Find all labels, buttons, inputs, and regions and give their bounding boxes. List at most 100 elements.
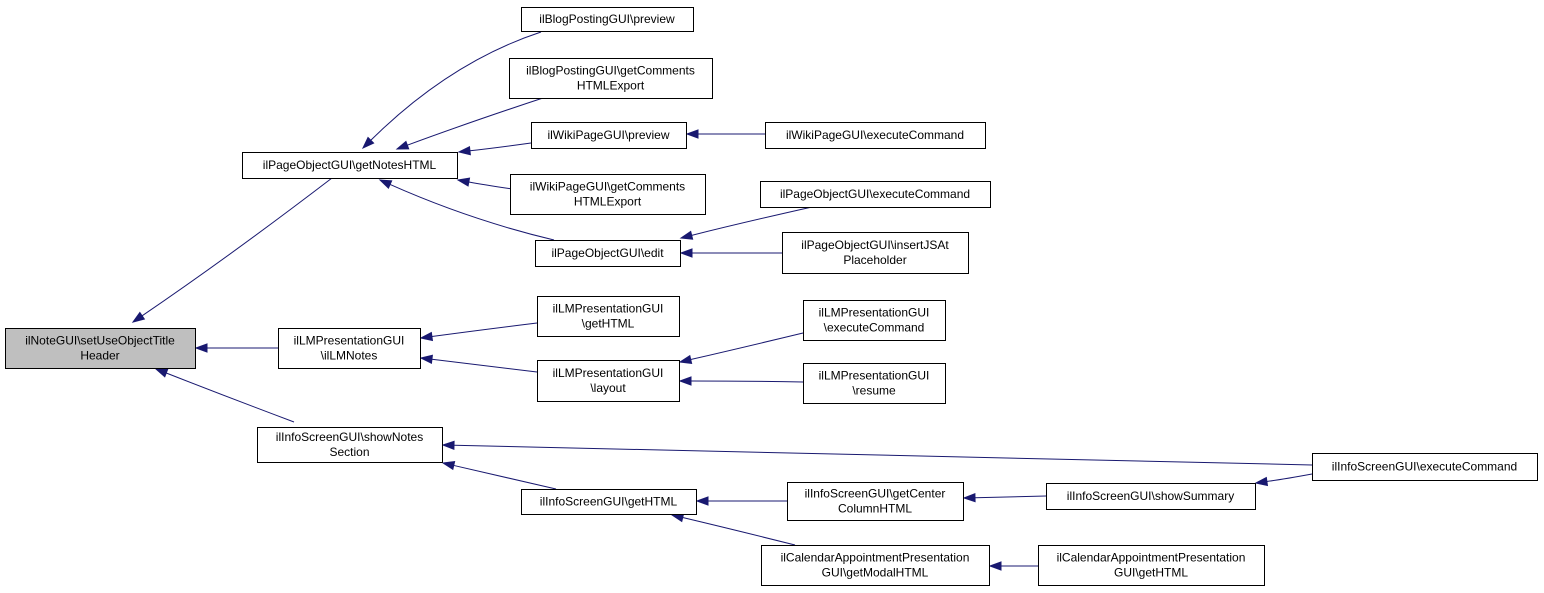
node-label-line: ilNoteGUI\setUseObjectTitle [25,334,175,348]
node-label-line: ilWikiPageGUI\executeCommand [786,128,964,142]
edge-n_lmp_gethtml-to-n_lmp_ilmnotes [419,322,538,342]
edge-line [682,517,796,546]
node-wp-preview[interactable]: ilWikiPageGUI\preview [531,122,687,149]
arrowhead-icon [131,311,146,323]
arrowhead-icon [395,140,410,150]
node-label-line: ilBlogPostingGUI\preview [539,12,675,26]
node-label-line: ilPageObjectGUI\insertJSAt [801,238,949,252]
node-label-line: ilCalendarAppointmentPresentation [781,551,970,565]
node-box [278,328,421,369]
edge-n_cap_gethtml-to-n_cap_getmodal [988,561,1039,571]
arrowhead-icon [457,146,471,156]
node-pog-getnotes[interactable]: ilPageObjectGUI\getNotesHTML [242,152,458,179]
arrowhead-icon [419,331,434,342]
node-isg-showsummary[interactable]: ilInfoScreenGUI\showSummary [1046,483,1256,510]
arrowhead-icon [679,230,694,240]
node-label-line: Placeholder [843,253,906,267]
edge-line [370,31,542,141]
node-box [537,360,680,402]
arrowhead-icon [962,493,976,503]
node-cap-getmodal[interactable]: ilCalendarAppointmentPresentationGUI\get… [761,545,990,586]
edge-line [141,177,333,317]
node-cap-gethtml[interactable]: ilCalendarAppointmentPresentationGUI\get… [1038,545,1265,586]
edge-n_bp_getcomments-to-n_pog_getnotes [395,96,547,150]
node-label-line: ilWikiPageGUI\getComments [530,180,685,194]
node-isg-gethtml[interactable]: ilInfoScreenGUI\getHTML [521,489,697,515]
node-box [535,240,681,267]
edge-n_isg_showsummary-to-n_isg_getcenter [962,493,1047,503]
node-lmp-ilmnotes[interactable]: ilLMPresentationGUI\ilLMNotes [278,328,421,369]
node-bp-preview[interactable]: ilBlogPostingGUI\preview [521,7,694,32]
arrowhead-icon [1254,476,1269,487]
node-lmp-execute[interactable]: ilLMPresentationGUI\executeCommand [803,300,946,341]
edge-line [469,142,532,152]
node-box [760,181,991,208]
edge-n_isg_shownotes-to-n_root [154,368,295,423]
node-label-line: HTMLExport [574,195,642,209]
node-label-line: \ilLMNotes [321,349,378,363]
node-label-line: ilCalendarAppointmentPresentation [1057,551,1246,565]
node-box [5,328,196,369]
node-label-line: HTMLExport [577,79,645,93]
node-label-line: \layout [590,381,626,395]
node-label-line: ilLMPresentationGUI [819,306,930,320]
arrowhead-icon [378,179,393,189]
node-lmp-resume[interactable]: ilLMPresentationGUI\resume [803,363,946,404]
node-box [242,152,458,179]
node-box [787,482,964,521]
edge-n_pog_execute-to-n_pog_edit [679,206,813,240]
edge-line [453,464,557,490]
edge-line [1266,473,1313,482]
node-label-line: ilInfoScreenGUI\getHTML [540,495,678,509]
node-box [510,174,706,215]
edge-n_isg_getcenter-to-n_isg_gethtml [695,496,788,506]
node-pog-execute[interactable]: ilPageObjectGUI\executeCommand [760,181,991,208]
node-label-line: ColumnHTML [838,502,912,516]
node-box [521,7,694,32]
node-wp-execute[interactable]: ilWikiPageGUI\executeCommand [765,122,986,149]
node-label-line: ilLMPresentationGUI [819,369,930,383]
edge-line [691,206,813,236]
node-box [521,489,697,515]
arrowhead-icon [154,368,169,378]
node-label-line: \getHTML [582,317,635,331]
node-box [803,363,946,404]
edge-line [468,181,513,190]
node-label-line: ilWikiPageGUI\preview [547,128,669,142]
node-lmp-gethtml[interactable]: ilLMPresentationGUI\getHTML [537,296,680,337]
edge-line [431,358,538,373]
node-lmp-layout[interactable]: ilLMPresentationGUI\layout [537,360,680,402]
arrowhead-icon [441,440,455,450]
edge-n_isg_execute-to-n_isg_showsummary [1254,473,1313,487]
edge-line [690,332,804,361]
edge-n_bp_preview-to-n_pog_getnotes [361,31,542,150]
node-label-line: ilInfoScreenGUI\showSummary [1067,489,1234,503]
edge-n_lmp_resume-to-n_lmp_layout [678,376,804,386]
node-box [257,427,443,463]
node-box [765,122,986,149]
node-label-line: \resume [852,384,896,398]
edge-n_lmp_execute-to-n_lmp_layout [678,332,804,365]
node-box [1312,453,1538,481]
node-box [761,545,990,586]
node-isg-execute[interactable]: ilInfoScreenGUI\executeCommand [1312,453,1538,481]
edge-n_pog_insertjs-to-n_pog_edit [679,248,782,258]
edge-n_cap_getmodal-to-n_isg_gethtml [670,513,796,546]
node-label-line: ilLMPresentationGUI [553,366,664,380]
edge-n_wp_preview-to-n_pog_getnotes [457,142,532,156]
node-label-line: ilPageObjectGUI\edit [551,246,664,260]
edge-n_lmp_layout-to-n_lmp_ilmnotes [419,354,538,373]
node-pog-edit[interactable]: ilPageObjectGUI\edit [535,240,681,267]
node-label-line: GUI\getModalHTML [822,566,929,580]
node-label-line: ilLMPresentationGUI [294,334,405,348]
arrowhead-icon [194,343,208,353]
node-label-line: \executeCommand [824,321,925,335]
